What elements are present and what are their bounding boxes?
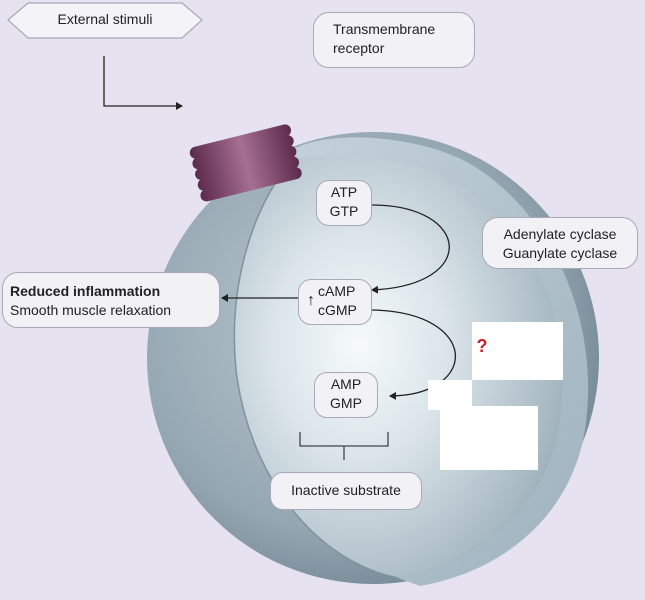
gtp-label: GTP — [329, 203, 359, 219]
membrane-edge-line — [233, 159, 399, 579]
inactive-substrate-box — [270, 472, 422, 510]
cgmp-label: cGMP — [318, 302, 357, 318]
hidden-label-box-1 — [472, 322, 563, 380]
degradation-arrow — [371, 309, 457, 400]
transmembrane-receptor-icon — [189, 124, 302, 202]
external-stimuli-hexagon — [7, 2, 203, 39]
cyclase-box — [482, 217, 638, 269]
atp-gtp-box — [316, 180, 372, 226]
hidden-label-box-3 — [440, 406, 538, 470]
reduced-inflammation-label: Reduced inflammation — [10, 283, 161, 299]
up-arrow-glyph: ↑ — [307, 292, 315, 309]
effects-box — [2, 272, 220, 328]
substrate-bracket — [299, 432, 389, 460]
transmembrane-receptor-box — [313, 12, 475, 68]
smooth-muscle-relaxation-label: Smooth muscle relaxation — [10, 302, 172, 318]
inactive-substrate-label: Inactive substrate — [291, 482, 401, 498]
hidden-label-box-2 — [428, 380, 472, 410]
atp-label: ATP — [330, 184, 358, 200]
gmp-label: GMP — [330, 395, 362, 411]
camp-cgmp-box — [298, 279, 372, 325]
camp-label: cAMP — [318, 283, 356, 299]
synthesis-arrow — [371, 204, 450, 294]
amp-label: AMP — [330, 376, 362, 392]
transmembrane-receptor-line1: Transmembrane — [333, 21, 436, 37]
adenylate-cyclase-label: Adenylate cyclase — [503, 226, 617, 242]
guanylate-cyclase-label: Guanylate cyclase — [502, 245, 618, 261]
stimuli-arrow — [103, 56, 183, 110]
external-stimuli-label: External stimuli — [57, 11, 153, 27]
transmembrane-receptor-line2: receptor — [333, 40, 385, 56]
question-mark: ? — [476, 336, 488, 356]
amp-gmp-box — [314, 372, 378, 418]
